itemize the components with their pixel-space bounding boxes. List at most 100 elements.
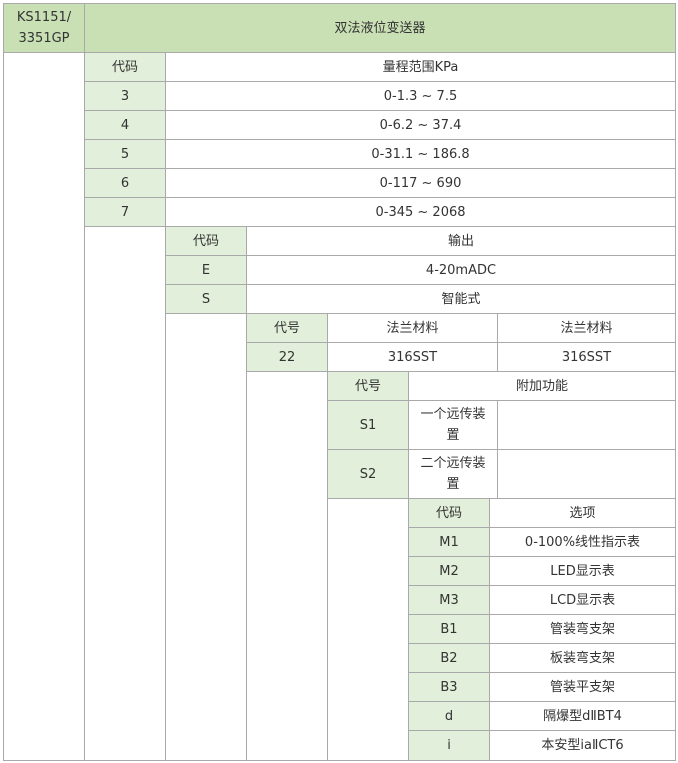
options-row-code: B1	[408, 614, 490, 644]
option-value: 管装弯支架	[549, 621, 615, 637]
option-value: 0-100%线性指示表	[524, 534, 641, 550]
output-row-code: E	[165, 255, 247, 285]
title-label: 双法液位变送器	[334, 20, 426, 36]
empty-column-5	[327, 498, 409, 761]
option-code: B3	[440, 679, 458, 695]
options-row-code: B2	[408, 643, 490, 673]
options-row-code: M1	[408, 527, 490, 557]
range-code-header: 代码	[84, 52, 166, 82]
flange-header-a-label: 法兰材料	[386, 320, 439, 336]
option-value: 本安型iaⅡCT6	[541, 738, 624, 753]
range-value-header: 量程范围KPa	[165, 52, 676, 82]
option-code: d	[444, 708, 454, 724]
output-code: S	[201, 291, 211, 307]
option-value: LCD显示表	[549, 592, 616, 608]
range-code: 6	[120, 175, 130, 191]
output-code-header: 代码	[165, 226, 247, 256]
extra-row-value: 一个远传装置	[408, 400, 498, 450]
options-row-code: i	[408, 730, 490, 761]
flange-row-code: 22	[246, 342, 328, 372]
extra-row-extra	[497, 400, 676, 450]
output-code-header-label: 代码	[192, 233, 219, 249]
flange-header-b: 法兰材料	[497, 313, 676, 343]
option-code: B2	[440, 650, 458, 666]
output-code: E	[201, 262, 211, 278]
extra-code: S2	[359, 466, 377, 482]
options-row-value: 管装弯支架	[489, 614, 676, 644]
extra-value-header-label: 附加功能	[515, 378, 568, 394]
range-row-code: 7	[84, 197, 166, 227]
option-value: 板装弯支架	[549, 650, 615, 666]
options-row-value: 板装弯支架	[489, 643, 676, 673]
extra-row-value: 二个远传装置	[408, 449, 498, 499]
range-value: 0-117 ~ 690	[379, 175, 462, 191]
extra-row-code: S2	[327, 449, 409, 499]
range-value: 0-345 ~ 2068	[375, 204, 466, 220]
flange-value-a: 316SST	[387, 349, 438, 365]
flange-code-header: 代号	[246, 313, 328, 343]
option-code: M1	[439, 534, 459, 550]
range-row-value: 0-1.3 ~ 7.5	[165, 81, 676, 111]
extra-code: S1	[359, 417, 377, 433]
option-code: M3	[439, 592, 459, 608]
output-value: 智能式	[441, 291, 481, 307]
range-row-code: 3	[84, 81, 166, 111]
options-row-value: 0-100%线性指示表	[489, 527, 676, 557]
extra-code-header-label: 代号	[354, 378, 381, 394]
empty-column-4	[246, 371, 328, 761]
options-row-value: 管装平支架	[489, 672, 676, 702]
extra-row-code: S1	[327, 400, 409, 450]
extra-code-header: 代号	[327, 371, 409, 401]
model-label: KS1151/ 3351GP	[16, 10, 72, 46]
flange-row-value-a: 316SST	[327, 342, 498, 372]
extra-value: 一个远传装置	[420, 407, 486, 443]
option-code: B1	[440, 621, 458, 637]
options-row-code: M3	[408, 585, 490, 615]
flange-code: 22	[278, 349, 296, 365]
option-value: 隔爆型dⅡBT4	[543, 708, 622, 724]
range-row-value: 0-6.2 ~ 37.4	[165, 110, 676, 140]
flange-header-a: 法兰材料	[327, 313, 498, 343]
empty-column-2	[84, 226, 166, 761]
options-row-value: 隔爆型dⅡBT4	[489, 701, 676, 731]
range-value: 0-31.1 ~ 186.8	[371, 146, 470, 162]
options-code-header-label: 代码	[435, 505, 462, 521]
range-row-code: 6	[84, 168, 166, 198]
range-row-code: 4	[84, 110, 166, 140]
range-code: 4	[120, 117, 130, 133]
range-row-value: 0-31.1 ~ 186.8	[165, 139, 676, 169]
output-row-code: S	[165, 284, 247, 314]
range-code: 5	[120, 146, 130, 162]
output-value-header-label: 输出	[447, 233, 474, 249]
option-value: LED显示表	[550, 563, 615, 579]
range-code-header-label: 代码	[111, 59, 138, 75]
range-value: 0-6.2 ~ 37.4	[379, 117, 462, 133]
option-code: i	[447, 738, 451, 753]
output-row-value: 4-20mADC	[246, 255, 676, 285]
flange-value-b: 316SST	[561, 349, 612, 365]
options-row-value: LCD显示表	[489, 585, 676, 615]
extra-value-header: 附加功能	[408, 371, 676, 401]
range-row-code: 5	[84, 139, 166, 169]
range-value: 0-1.3 ~ 7.5	[383, 88, 458, 104]
empty-column-1	[3, 52, 85, 761]
options-row-value: 本安型iaⅡCT6	[489, 730, 676, 761]
empty-column-3	[165, 313, 247, 761]
options-value-header: 选项	[489, 498, 676, 528]
range-code: 7	[120, 204, 130, 220]
options-row-code: M2	[408, 556, 490, 586]
option-code: M2	[439, 563, 459, 579]
output-value: 4-20mADC	[425, 262, 497, 278]
flange-row-value-b: 316SST	[497, 342, 676, 372]
extra-row-extra	[497, 449, 676, 499]
options-code-header: 代码	[408, 498, 490, 528]
options-row-code: d	[408, 701, 490, 731]
output-row-value: 智能式	[246, 284, 676, 314]
range-value-header-label: 量程范围KPa	[382, 59, 459, 75]
flange-header-b-label: 法兰材料	[560, 320, 613, 336]
options-value-header-label: 选项	[569, 505, 596, 521]
range-row-value: 0-117 ~ 690	[165, 168, 676, 198]
flange-code-header-label: 代号	[273, 320, 300, 336]
options-row-value: LED显示表	[489, 556, 676, 586]
range-code: 3	[120, 88, 130, 104]
